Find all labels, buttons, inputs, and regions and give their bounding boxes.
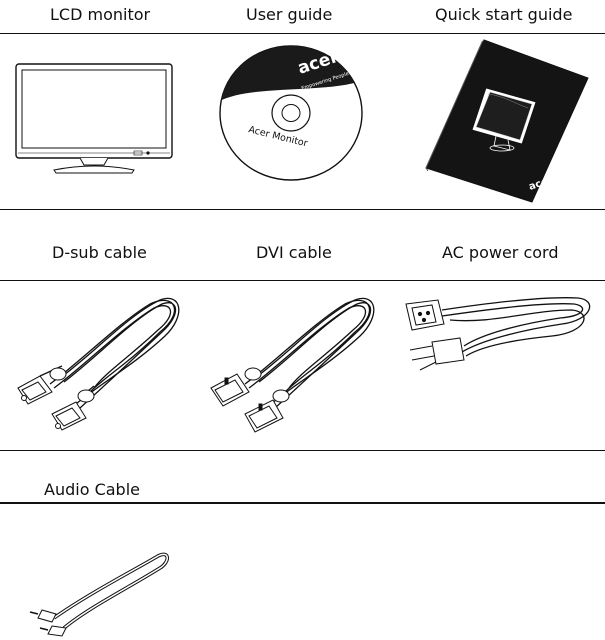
quick-start-guide-illustration: acer [424,38,590,204]
divider [0,502,605,504]
divider [0,209,605,210]
user-guide-cd-illustration: acer Empowering People Acer Monitor [218,44,364,182]
ac-power-cord-label: AC power cord [442,243,559,262]
d-sub-cable-illustration [10,292,190,440]
quick-start-guide-label: Quick start guide [435,5,573,24]
dvi-cable-label: DVI cable [256,243,332,262]
divider [0,280,605,281]
audio-cable-label: Audio Cable [44,480,140,499]
divider [0,33,605,34]
dvi-cable-illustration [205,292,385,440]
lcd-monitor-label: LCD monitor [50,5,151,24]
audio-cable-illustration [28,548,174,638]
lcd-monitor-illustration [14,62,174,174]
ac-power-cord-illustration [402,290,598,380]
d-sub-cable-label: D-sub cable [52,243,147,262]
divider [0,450,605,451]
user-guide-label: User guide [246,5,333,24]
